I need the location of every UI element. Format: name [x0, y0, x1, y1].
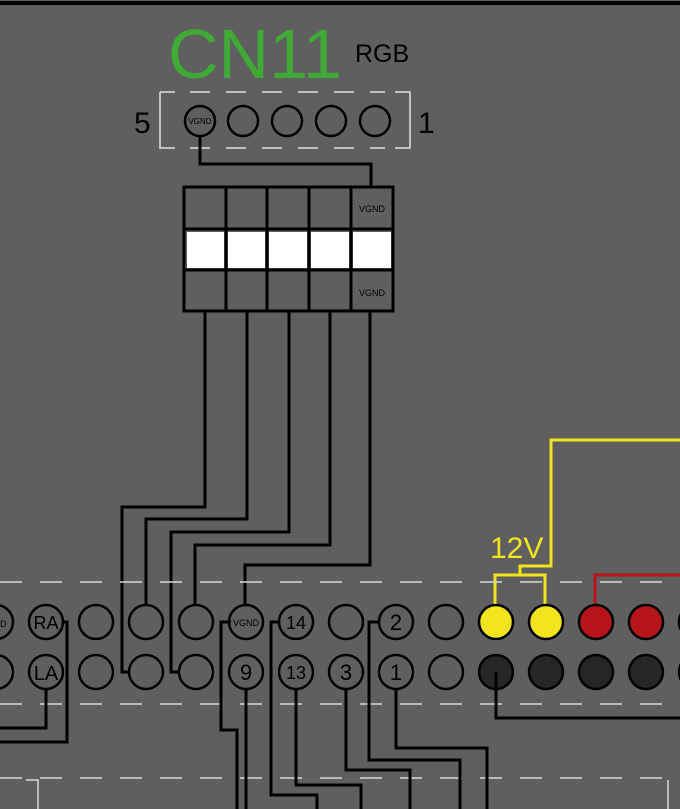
connector-outline [159, 91, 411, 149]
header-pin-top-3 [127, 603, 165, 641]
voltage-label: 12V [490, 532, 543, 565]
connector-pin-4 [226, 104, 260, 138]
header-pin-top-11 [527, 603, 565, 641]
header-top-label-8: 2 [390, 610, 402, 635]
wire-5 [243, 311, 372, 606]
wire-12v-b [520, 573, 547, 606]
terminal-block [182, 185, 395, 313]
wire-red [593, 573, 680, 606]
wire-ra [0, 620, 69, 744]
header-pin-bottom-13 [627, 653, 665, 691]
connector-subtitle: RGB [355, 40, 409, 68]
header-top-label-1: RA [33, 613, 58, 633]
header-pin-top-2 [77, 603, 115, 641]
wire-pin2 [367, 620, 462, 809]
header-top-row [0, 603, 680, 641]
header-pin-top-7 [327, 603, 365, 641]
connector-title: CN11 [168, 15, 342, 93]
connector-pin-1 [358, 104, 392, 138]
wire-pin3 [344, 689, 412, 809]
connector-pin-2 [314, 104, 348, 138]
wire-la [0, 689, 48, 730]
wire-vgnd-down [219, 620, 239, 809]
header-bottom-label-8: 1 [390, 660, 402, 685]
header-pin-top-10 [477, 603, 515, 641]
pin-number-right: 1 [418, 107, 435, 140]
header-bottom-label-6: 13 [286, 663, 306, 683]
wire-vgnd-top [198, 136, 373, 187]
wire-4 [193, 311, 332, 606]
header-pin-labels: ND RA VGND 14 2 LA 9 13 3 1 [0, 610, 402, 685]
header-pin-bottom-3 [127, 653, 165, 691]
header-bottom-label-7: 3 [340, 660, 352, 685]
header-pin-bottom-9 [427, 653, 465, 691]
wire-2 [144, 311, 249, 606]
header-pin-top-4 [177, 603, 215, 641]
pin-number-left: 5 [134, 107, 151, 140]
header-pin-bottom-12 [577, 653, 615, 691]
connector-pin-3 [270, 104, 304, 138]
block-top-label: VGND [359, 204, 386, 214]
block-bottom-label: VGND [359, 288, 386, 298]
header-top-label-6: 14 [286, 613, 306, 633]
wire-pin13 [294, 689, 363, 809]
wire-ground [494, 672, 680, 720]
wire-12v-a [493, 438, 680, 606]
header-bottom-label-1: LA [34, 663, 59, 685]
header-pin-bottom-11 [527, 653, 565, 691]
connector-pins [183, 104, 392, 138]
header-bottom-label-5: 9 [240, 660, 252, 685]
header-pin-top-9 [427, 603, 465, 641]
header-pin-top-0 [0, 604, 15, 640]
header-pin-top-13 [627, 603, 665, 641]
header-top-label-5: VGND [233, 618, 260, 628]
lower-corner-left [26, 779, 39, 809]
header-pin-bottom-2 [77, 653, 115, 691]
connector-pin-5-label: VGND [188, 117, 211, 126]
wire-pin14 [269, 620, 319, 809]
header-pin-top-12 [577, 603, 615, 641]
header-pin-bottom-4 [177, 653, 215, 691]
wire-pin1 [394, 689, 489, 809]
header-top-label-0: ND [0, 619, 7, 629]
header-pin-bottom-0 [0, 654, 15, 690]
